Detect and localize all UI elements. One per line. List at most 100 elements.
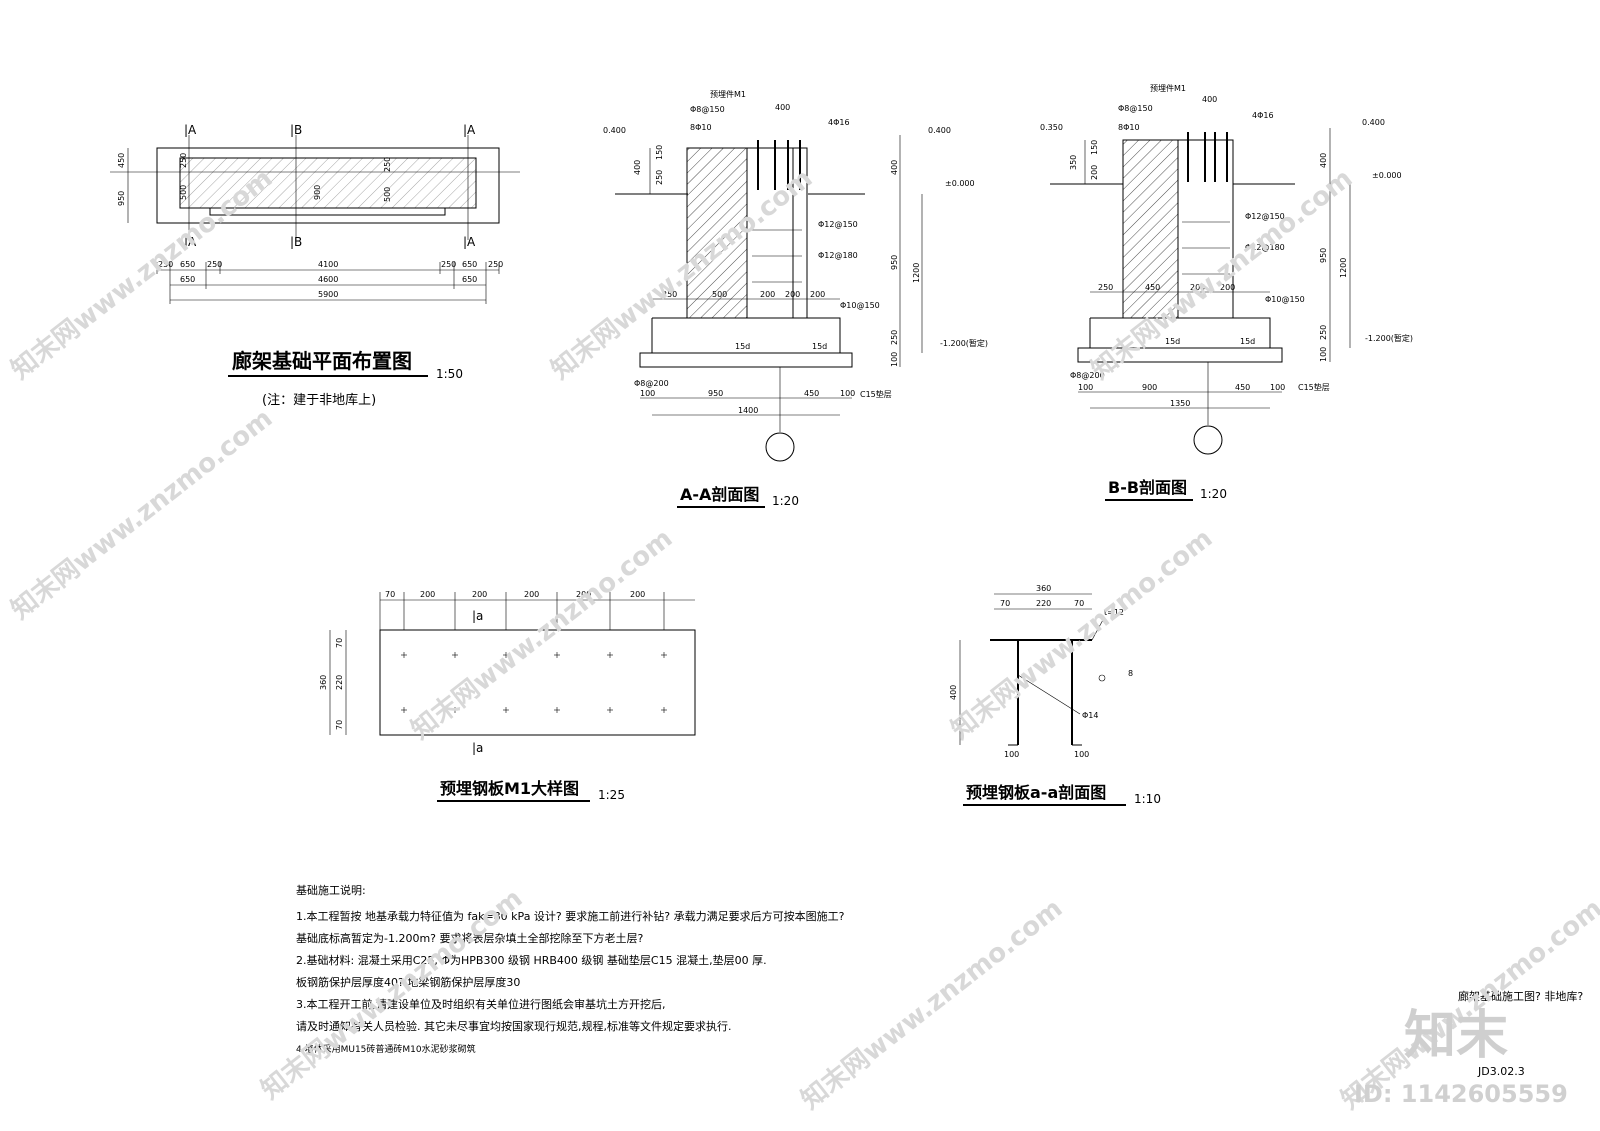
m1-mark-bottom: |a bbox=[472, 741, 483, 755]
aa-label-phi10-150: Φ10@150 bbox=[840, 301, 880, 310]
plan-mark-a-bottom-left: |A bbox=[184, 235, 197, 249]
bb-label-phi8-200: Φ8@200 bbox=[1070, 371, 1105, 380]
plan-inner-dim: 250 bbox=[179, 153, 188, 168]
plan-inner-dim: 250 bbox=[383, 157, 392, 172]
aa-label-15d: 15d bbox=[735, 342, 750, 351]
aa-plate-title: 预埋钢板a-a剖面图 bbox=[966, 783, 1106, 802]
bb-label-4phi16: 4Φ16 bbox=[1252, 111, 1274, 120]
bb-label-elev-left: 0.350 bbox=[1040, 123, 1063, 132]
bb-label-15d: 15d bbox=[1165, 337, 1180, 346]
aa-label-c15: C15垫层 bbox=[860, 389, 892, 399]
watermark-text: 知末网www.znzmo.com bbox=[796, 893, 1068, 1115]
aa-right-dim: 400 bbox=[890, 160, 899, 175]
bb-label-bars: 8Φ10 bbox=[1118, 123, 1140, 132]
notes-line: 板钢筋保护层厚度40? 地梁钢筋保护层厚度30 bbox=[296, 975, 520, 989]
aa-bottom-dim: 950 bbox=[708, 389, 723, 398]
aa-right-dim: 100 bbox=[890, 352, 899, 367]
section-aa: 预埋件M1 Φ8@150 8Φ10 400 4Φ16 0.400 0.400 ±… bbox=[603, 89, 988, 508]
bb-left-dim: 200 bbox=[1090, 165, 1099, 180]
aa-mid-dim: 250 bbox=[662, 290, 677, 299]
aa-title: A-A剖面图 bbox=[680, 485, 759, 504]
bb-mid-dim: 250 bbox=[1098, 283, 1113, 292]
m1-scale: 1:25 bbox=[598, 788, 625, 802]
plan-dim-5900: 5900 bbox=[318, 290, 338, 299]
aa-label-bars: 8Φ10 bbox=[690, 123, 712, 132]
bb-label-elev-right: 0.400 bbox=[1362, 118, 1385, 127]
watermark-text: 知末网www.znzmo.com bbox=[406, 523, 678, 745]
m1-left-dim: 70 bbox=[335, 720, 344, 730]
watermark-brand: 知末 bbox=[1404, 1006, 1508, 1066]
aa-right-dim: 950 bbox=[890, 255, 899, 270]
plan-dim-250: 250 bbox=[488, 260, 503, 269]
drawing-code: JD3.02.3 bbox=[1477, 1065, 1525, 1078]
aa-plate-leg: 100 bbox=[1004, 750, 1019, 759]
bb-right-dim: 1200 bbox=[1339, 258, 1348, 278]
bb-mid-dim: 200 bbox=[1190, 283, 1205, 292]
aa-label-phi12-180: Φ12@180 bbox=[818, 251, 858, 260]
plan-dim-250: 250 bbox=[441, 260, 456, 269]
aa-plate-weld: 8 bbox=[1128, 669, 1133, 678]
watermark-id: ID: 1142605559 bbox=[1354, 1080, 1568, 1108]
aa-plate-scale: 1:10 bbox=[1134, 792, 1161, 806]
watermark-text: 知末网www.znzmo.com bbox=[546, 163, 818, 385]
bb-label-m1: 预埋件M1 bbox=[1150, 83, 1186, 93]
plan-mark-a-bottom-right: |A bbox=[463, 235, 476, 249]
aa-mid-dim: 200 bbox=[760, 290, 775, 299]
m1-top-dim: 200 bbox=[576, 590, 591, 599]
notes-line: 2.基础材料: 混凝土采用C25, Φ为HPB300 级钢 HRB400 级钢 … bbox=[296, 953, 767, 967]
bb-label-phi10-150: Φ10@150 bbox=[1265, 295, 1305, 304]
plan-inner-dim: 900 bbox=[313, 185, 322, 200]
plan-inner-dim: 500 bbox=[179, 185, 188, 200]
aa-label-elev-right: 0.400 bbox=[928, 126, 951, 135]
aa-plate-top-dim: 360 bbox=[1036, 584, 1051, 593]
plan-dim-250: 250 bbox=[207, 260, 222, 269]
bb-total-dim: 1350 bbox=[1170, 399, 1190, 408]
plan-mark-a-top-left: |A bbox=[184, 123, 197, 137]
plan-left-dim: 950 bbox=[117, 191, 126, 206]
aa-left-dim: 150 bbox=[655, 145, 664, 160]
aa-plate-height: 400 bbox=[949, 685, 958, 700]
notes-line: 4.墙体采用MU15砖普通砖M10水泥砂浆砌筑 bbox=[296, 1043, 476, 1055]
m1-left-dim: 70 bbox=[335, 638, 344, 648]
aa-mid-dim: 200 bbox=[810, 290, 825, 299]
aa-label-zero: ±0.000 bbox=[945, 179, 975, 188]
bb-bottom-dim: 100 bbox=[1078, 383, 1093, 392]
bb-label-phi12-150: Φ12@150 bbox=[1245, 212, 1285, 221]
aa-label-m1: 预埋件M1 bbox=[710, 89, 746, 99]
notes-line: 基础底标高暂定为-1.200m? 要求将表层杂填土全部挖除至下方老土层? bbox=[296, 931, 644, 945]
bb-mid-dim: 450 bbox=[1145, 283, 1160, 292]
aa-plate-t12: t=12 bbox=[1104, 608, 1124, 617]
plan-dim-650: 650 bbox=[180, 275, 195, 284]
plan-mark-a-top-right: |A bbox=[463, 123, 476, 137]
aa-plate-phi14: Φ14 bbox=[1082, 711, 1098, 720]
bb-title: B-B剖面图 bbox=[1108, 478, 1187, 497]
notes-line: 1.本工程暂按 地基承载力特征值为 fak=80 kPa 设计? 要求施工前进行… bbox=[296, 909, 845, 923]
m1-top-dim: 200 bbox=[420, 590, 435, 599]
bb-bottom-dim: 900 bbox=[1142, 383, 1157, 392]
m1-left-dim: 220 bbox=[335, 675, 344, 690]
m1-left-dim: 360 bbox=[319, 675, 328, 690]
bb-label-400: 400 bbox=[1202, 95, 1217, 104]
aa-bottom-dim: 100 bbox=[840, 389, 855, 398]
plate-m1-detail: 70 200 200 200 200 200 360 70 220 70 |a … bbox=[319, 590, 696, 802]
construction-notes: 基础施工说明: 1.本工程暂按 地基承载力特征值为 fak=80 kPa 设计?… bbox=[296, 883, 845, 1055]
plan-dim-4600: 4600 bbox=[318, 275, 338, 284]
plan-dim-4100: 4100 bbox=[318, 260, 338, 269]
m1-title: 预埋钢板M1大样图 bbox=[440, 779, 579, 798]
plate-aa-section: 360 70 220 70 t=12 8 Φ14 400 100 100 预埋钢… bbox=[949, 584, 1161, 806]
drawing-name: 廊架基础施工图? 非地库? bbox=[1458, 989, 1583, 1003]
aa-plate-top-dim: 70 bbox=[1074, 599, 1084, 608]
bb-left-dim: 350 bbox=[1069, 155, 1078, 170]
aa-label-stirrup: Φ8@150 bbox=[690, 105, 725, 114]
m1-top-dim: 200 bbox=[630, 590, 645, 599]
m1-top-dim: 200 bbox=[472, 590, 487, 599]
plan-note: (注：建于非地库上) bbox=[262, 392, 376, 408]
notes-line: 3.本工程开工前,请建设单位及时组织有关单位进行图纸会审基坑土方开挖后, bbox=[296, 997, 666, 1011]
aa-left-dim: 400 bbox=[633, 160, 642, 175]
aa-label-elev-left: 0.400 bbox=[603, 126, 626, 135]
aa-plate-top-dim: 70 bbox=[1000, 599, 1010, 608]
aa-right-dim: 1200 bbox=[912, 263, 921, 283]
aa-plate-top-dim: 220 bbox=[1036, 599, 1051, 608]
aa-scale: 1:20 bbox=[772, 494, 799, 508]
